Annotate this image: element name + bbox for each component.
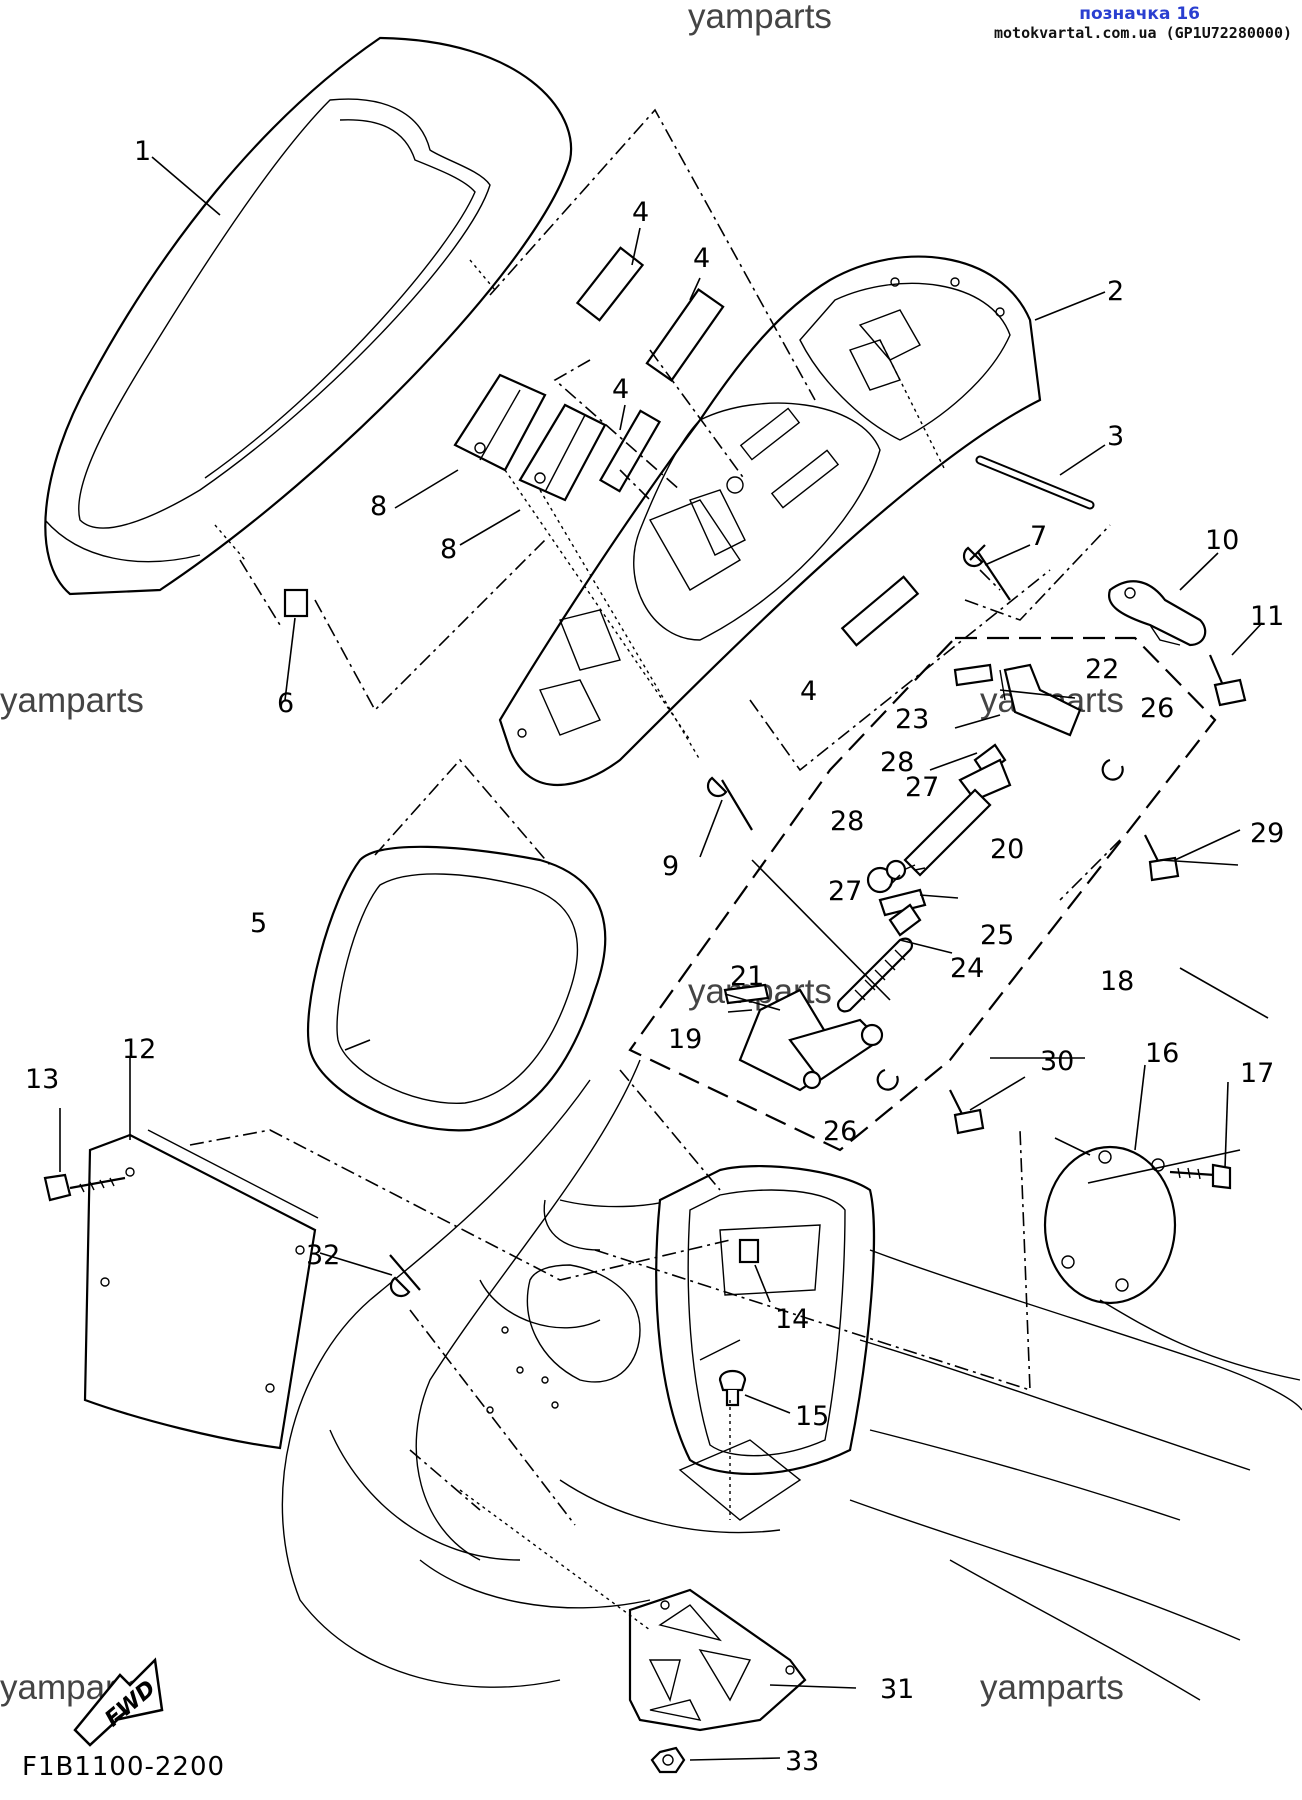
callout-12: 12 — [122, 1034, 156, 1065]
callout-28b: 28 — [830, 806, 864, 837]
callout-13: 13 — [25, 1064, 59, 1095]
part-cover-plate — [83, 1129, 319, 1450]
part-rod-inner — [977, 457, 1093, 508]
part-latch-arm — [1107, 580, 1207, 647]
callout-19: 19 — [668, 1024, 702, 1055]
part-gasket — [306, 845, 607, 1132]
callout-5: 5 — [250, 908, 267, 939]
callout-6: 6 — [277, 688, 294, 719]
hull-body — [281, 1059, 1302, 1701]
part-screw-17 — [1169, 1163, 1232, 1190]
part-bolt-11 — [1208, 654, 1247, 707]
callout-11: 11 — [1250, 601, 1284, 632]
callout-10: 10 — [1205, 525, 1239, 556]
callout-labels: 1 2 3 4 4 4 4 5 6 7 8 8 9 10 11 12 13 14… — [25, 136, 1284, 1777]
callout-4a: 4 — [632, 197, 649, 228]
callout-3: 3 — [1107, 421, 1124, 452]
callout-18: 18 — [1100, 966, 1134, 997]
diagram-code: F1B1100-2200 — [22, 1752, 226, 1782]
part-seat — [44, 36, 573, 596]
part-round-cover — [1043, 1145, 1177, 1305]
callout-1: 1 — [134, 136, 151, 167]
callout-17: 17 — [1240, 1058, 1274, 1089]
callout-26a: 26 — [1140, 693, 1174, 724]
callout-25: 25 — [980, 920, 1014, 951]
callout-4b: 4 — [693, 243, 710, 274]
fwd-arrow: FWD — [73, 1657, 164, 1747]
callout-30: 30 — [1040, 1046, 1074, 1077]
callout-8b: 8 — [440, 534, 457, 565]
callout-29: 29 — [1250, 818, 1284, 849]
leader-lines — [59, 156, 1269, 1761]
part-strips — [575, 246, 920, 647]
badge-title: позначка 16 — [1079, 4, 1200, 24]
part-gas-spring-assembly — [723, 663, 1180, 1135]
callout-4d: 4 — [800, 676, 817, 707]
callout-4c: 4 — [612, 374, 629, 405]
part-seat-base — [498, 255, 1042, 786]
callout-16: 16 — [1145, 1038, 1179, 1069]
part-bracket-plate — [628, 1588, 807, 1732]
callout-2: 2 — [1107, 276, 1124, 307]
callout-14: 14 — [775, 1304, 809, 1335]
part-pin-32 — [389, 1254, 421, 1298]
callout-23: 23 — [895, 704, 929, 735]
part-pins — [706, 544, 1011, 831]
badge-source: motokvartal.com.ua (GP1U72280000) — [993, 24, 1292, 42]
reference-lines — [189, 108, 1121, 1631]
callout-33: 33 — [785, 1746, 819, 1777]
part-clip — [283, 588, 309, 618]
callout-7: 7 — [1030, 521, 1047, 552]
callout-22: 22 — [1085, 654, 1119, 685]
watermark-top: yamparts — [688, 0, 832, 36]
watermark-left: yamparts — [0, 681, 144, 720]
callout-21: 21 — [730, 961, 764, 992]
callout-8a: 8 — [370, 491, 387, 522]
part-brackets — [453, 373, 607, 502]
callout-20: 20 — [990, 834, 1024, 865]
callout-24: 24 — [950, 953, 984, 984]
callout-15: 15 — [795, 1401, 829, 1432]
callout-28a: 28 — [880, 747, 914, 778]
part-nut-33 — [650, 1746, 686, 1774]
callout-27b: 27 — [828, 876, 862, 907]
part-clip-14 — [738, 1238, 760, 1264]
source-badge: позначка 16 motokvartal.com.ua (GP1U7228… — [0, 4, 1292, 42]
watermark-bottom-right: yamparts — [980, 1668, 1124, 1707]
callout-26b: 26 — [823, 1116, 857, 1147]
callout-31: 31 — [880, 1674, 914, 1705]
callout-27a: 27 — [905, 772, 939, 803]
assembly-boundary — [628, 636, 1217, 1152]
callout-9: 9 — [662, 851, 679, 882]
callout-32: 32 — [306, 1240, 340, 1271]
part-bolt-13 — [43, 1173, 126, 1202]
